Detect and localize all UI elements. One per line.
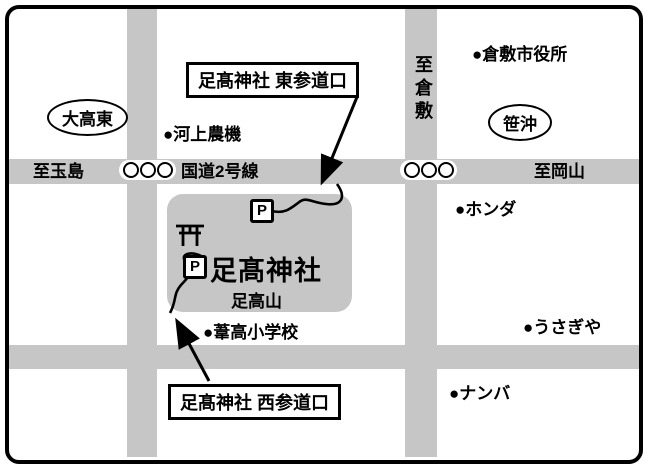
area-sign-sasaoki: 笹沖 bbox=[488, 104, 552, 141]
road-west-vertical bbox=[127, 9, 157, 457]
west-entrance-sign: 足髙神社 西参道口 bbox=[168, 384, 342, 420]
bullet-icon: ● bbox=[203, 323, 214, 342]
poi-city-hall: ●倉敷市役所 bbox=[472, 40, 567, 65]
signal-lamp-icon bbox=[403, 162, 420, 178]
poi-namba: ●ナンバ bbox=[449, 379, 510, 404]
poi-label: 葦高小学校 bbox=[213, 323, 299, 342]
hill-name: 足高山 bbox=[231, 292, 282, 311]
road-label-to-okayama: 至岡山 bbox=[534, 162, 585, 181]
road-label-to-tamashima: 至玉島 bbox=[33, 162, 84, 181]
bullet-icon: ● bbox=[523, 318, 534, 337]
poi-label: 河上農機 bbox=[173, 125, 242, 144]
poi-ashitaka-elementary: ●葦高小学校 bbox=[203, 318, 298, 343]
poi-kawakami-nouki: ●河上農機 bbox=[163, 120, 241, 145]
poi-label: ナンバ bbox=[459, 384, 511, 403]
road-south bbox=[9, 345, 639, 369]
road-east-vertical bbox=[405, 9, 437, 457]
signal-lamp-icon bbox=[139, 162, 156, 178]
poi-label: ホンダ bbox=[465, 200, 517, 219]
poi-label: うさぎや bbox=[533, 318, 602, 337]
road-label-route2: 国道2号線 bbox=[181, 162, 259, 181]
bullet-icon: ● bbox=[449, 384, 460, 403]
poi-label: 倉敷市役所 bbox=[482, 45, 568, 64]
bullet-icon: ● bbox=[455, 200, 466, 219]
signal-lamp-icon bbox=[156, 162, 173, 178]
signal-lamp-icon bbox=[420, 162, 437, 178]
bullet-icon: ● bbox=[163, 125, 174, 144]
east-entrance-sign: 足髙神社 東参道口 bbox=[186, 62, 360, 98]
traffic-signal-icon-east bbox=[400, 160, 457, 180]
signal-lamp-icon bbox=[437, 162, 454, 178]
signal-lamp-icon bbox=[122, 162, 139, 178]
poi-honda: ●ホンダ bbox=[455, 195, 516, 220]
shrine-name: 足髙神社 bbox=[210, 256, 322, 286]
poi-usagiya: ●うさぎや bbox=[523, 313, 601, 338]
parking-icon-east: P bbox=[250, 199, 274, 223]
area-sign-daikou-higashi: 大高東 bbox=[47, 99, 128, 136]
bullet-icon: ● bbox=[472, 45, 483, 64]
parking-icon-west: P bbox=[183, 255, 207, 279]
road-label-to-kurashiki: 至倉敷 bbox=[413, 55, 433, 124]
traffic-signal-icon-west bbox=[119, 160, 176, 180]
